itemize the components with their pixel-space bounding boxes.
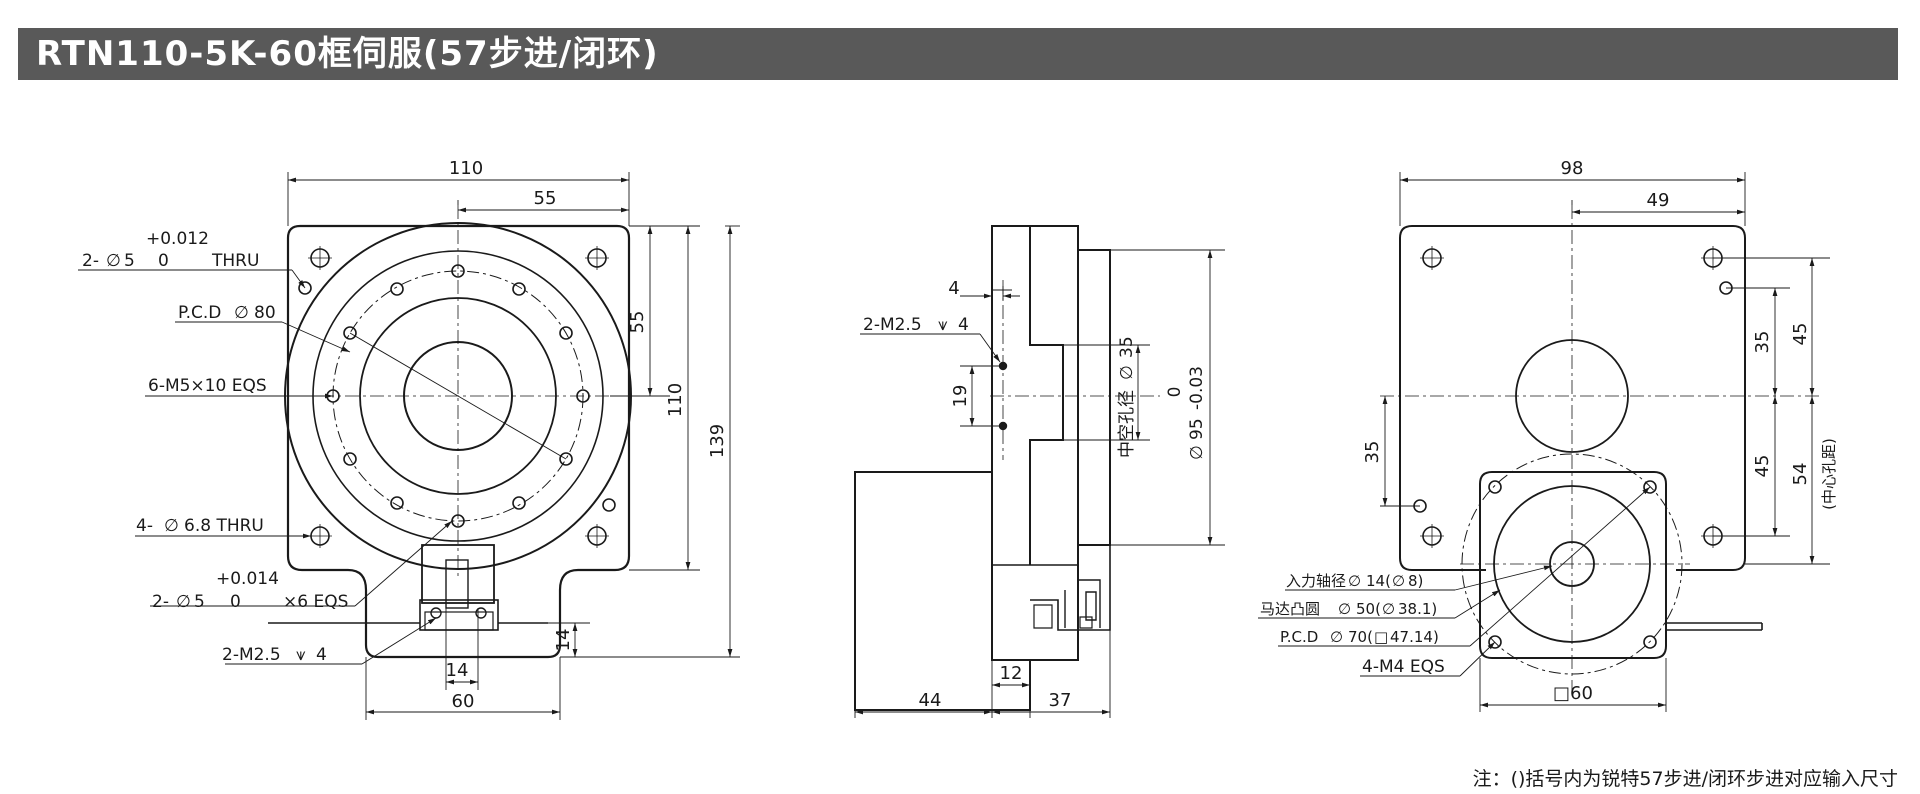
- tolerance-upper-95: 0: [1165, 387, 1185, 398]
- right-holes: [1413, 248, 1733, 546]
- right-view: [1258, 172, 1830, 712]
- motor-pcd-label: P.C.D: [1280, 628, 1318, 646]
- diameter-symbol: ∅: [234, 303, 249, 323]
- motor-holes: [1488, 480, 1657, 649]
- side-view-labels: 4 2-M2.5 ⩛ 4 19 中空孔径 ∅ 35 0 ∅ 95 -0.03 4…: [863, 278, 1207, 711]
- footnote: 注：()括号内为锐特57步进/闭环步进对应输入尺寸: [1472, 768, 1898, 790]
- hole-thru-dia: 5: [124, 251, 135, 271]
- dim-45-top: 45: [1790, 323, 1811, 346]
- diameter-symbol: ∅: [1187, 445, 1207, 460]
- diameter-symbol: ∅: [1338, 600, 1351, 618]
- motor-boss-value: 50(: [1356, 600, 1381, 618]
- tolerance-lower-eqs: 0: [230, 592, 241, 612]
- diameter-symbol: ∅: [1392, 572, 1405, 590]
- dim-19: 19: [950, 385, 971, 408]
- depth-symbol: ⩛: [938, 315, 948, 335]
- diameter-symbol: ∅: [1348, 572, 1361, 590]
- hollow-dia: 35: [1117, 336, 1137, 358]
- motor-boss-label: 马达凸圆: [1260, 600, 1320, 618]
- dim-35-top: 35: [1752, 331, 1773, 354]
- dim-base-width-60: 60: [452, 691, 475, 712]
- side-m25-label: 2-M2.5: [863, 315, 922, 335]
- front-view-labels: 110 55 55 110 139 60 14 14 +0.012 2- ∅ 5…: [82, 158, 728, 712]
- hole-thru-prefix: 2-: [82, 251, 99, 271]
- dim-total-height-139: 139: [707, 424, 728, 458]
- dim-flange-height-110: 110: [665, 383, 686, 417]
- dim-half-width-55: 55: [534, 188, 557, 209]
- dim-12: 12: [1000, 663, 1023, 684]
- dim-square-60: □60: [1553, 683, 1593, 704]
- side-view: [854, 225, 1225, 718]
- dim-half-height-55: 55: [627, 311, 648, 334]
- motor-pcd-alt: 47.14): [1390, 628, 1439, 646]
- dim-44: 44: [919, 690, 942, 711]
- tolerance-lower-thru: 0: [158, 251, 169, 271]
- dim-4: 4: [948, 278, 959, 299]
- center-distance-label: (中心孔距): [1820, 438, 1838, 510]
- side-m25-depth: 4: [958, 315, 969, 335]
- m4-label: 4-M4 EQS: [1362, 657, 1445, 677]
- square-symbol: □: [1374, 628, 1388, 646]
- tap-holes-label: 6-M5×10 EQS: [148, 376, 267, 396]
- dia-95: 95: [1187, 418, 1207, 440]
- tolerance-upper-eqs: +0.014: [216, 569, 279, 589]
- hollow-label: 中空孔径: [1117, 390, 1137, 458]
- diameter-symbol: ∅: [176, 592, 191, 612]
- input-shaft-alt: 8): [1408, 572, 1423, 590]
- diameter-symbol: ∅: [164, 516, 179, 536]
- front-view: [78, 172, 740, 720]
- dim-35-left: 35: [1362, 441, 1383, 464]
- right-view-labels: 98 49 35 45 45 54 (中心孔距) 35 入力轴径 ∅ 14( ∅…: [1260, 158, 1838, 704]
- input-shaft-value: 14(: [1366, 572, 1391, 590]
- motor-boss-alt: 38.1): [1398, 600, 1437, 618]
- diameter-symbol: ∅: [1382, 600, 1395, 618]
- diameter-symbol: ∅: [1117, 365, 1137, 380]
- dim-49: 49: [1647, 190, 1670, 211]
- title-bar: RTN110-5K-60框伺服(57步进/闭环): [18, 28, 1898, 80]
- pin-dia: 5: [194, 592, 205, 612]
- dim-slot-height-14: 14: [553, 629, 574, 652]
- tolerance-upper-thru: +0.012: [146, 229, 209, 249]
- hole-thru-suffix: THRU: [211, 251, 259, 271]
- side-table: [1029, 225, 1111, 660]
- tolerance-lower-95: -0.03: [1187, 366, 1207, 410]
- limit-sensor-block: [421, 544, 495, 604]
- thru-holes-dia: 6.8 THRU: [184, 516, 264, 536]
- pcd-label: P.C.D: [178, 303, 221, 323]
- motor-pcd-value: 70(: [1348, 628, 1373, 646]
- dim-45-bottom: 45: [1752, 455, 1773, 478]
- dim-37: 37: [1049, 690, 1072, 711]
- flange-outline: [286, 224, 631, 659]
- diameter-symbol: ∅: [106, 251, 121, 271]
- dim-slot-width-14: 14: [446, 660, 469, 681]
- pin-prefix: 2-: [152, 592, 169, 612]
- m25-depth: 4: [316, 645, 327, 665]
- pcd-dia: 80: [254, 303, 276, 323]
- motor-flange: [1479, 471, 1667, 659]
- pin-suffix: ×6 EQS: [283, 592, 348, 612]
- depth-symbol: ⩛: [296, 645, 306, 665]
- thru-holes-prefix: 4-: [136, 516, 153, 536]
- dim-width-110: 110: [449, 158, 483, 179]
- m25-label: 2-M2.5: [222, 645, 281, 665]
- dim-54: 54: [1790, 463, 1811, 486]
- input-shaft-label: 入力轴径: [1286, 572, 1346, 590]
- dim-98: 98: [1561, 158, 1584, 179]
- corner-holes: [298, 248, 616, 546]
- diameter-symbol: ∅: [1330, 628, 1343, 646]
- page-title: RTN110-5K-60框伺服(57步进/闭环): [36, 34, 659, 74]
- right-housing: [1399, 225, 1746, 571]
